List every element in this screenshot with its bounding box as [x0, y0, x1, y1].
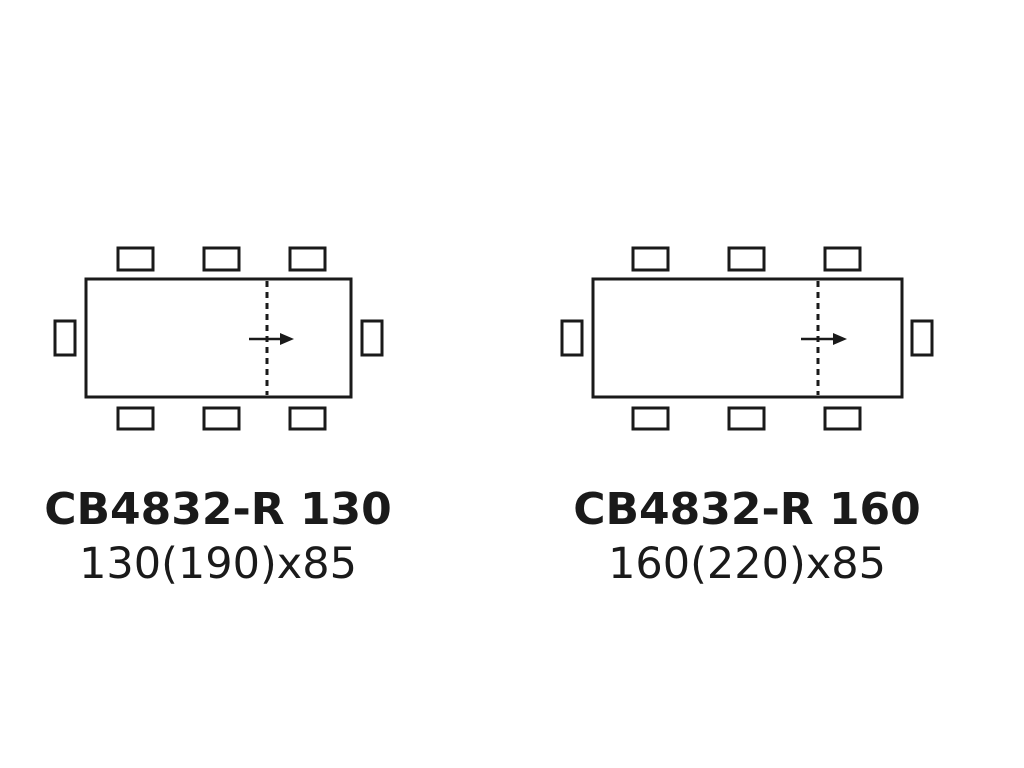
extension-arrow-icon — [801, 333, 847, 345]
table-diagram-160 — [560, 246, 934, 431]
chair-right — [360, 319, 384, 357]
chair-top-3 — [823, 246, 862, 272]
chair-right — [910, 319, 934, 357]
chair-top-1 — [116, 246, 155, 272]
model-name-160: CB4832-R 160 — [573, 484, 921, 535]
chair-left — [560, 319, 584, 357]
chair-top-2 — [727, 246, 766, 272]
chair-left — [53, 319, 77, 357]
dimensions-160: 160(220)x85 — [608, 539, 886, 589]
extension-arrow-icon — [249, 333, 294, 345]
chair-bottom-3 — [823, 406, 862, 431]
dimensions-130: 130(190)x85 — [79, 539, 357, 589]
chair-bottom-1 — [116, 406, 155, 431]
chair-top-1 — [631, 246, 670, 272]
chair-top-2 — [202, 246, 241, 272]
chair-bottom-2 — [202, 406, 241, 431]
table-top — [591, 277, 904, 399]
chair-bottom-2 — [727, 406, 766, 431]
table-diagram-130 — [53, 246, 384, 431]
chair-top-3 — [288, 246, 327, 272]
chair-bottom-1 — [631, 406, 670, 431]
chair-bottom-3 — [288, 406, 327, 431]
model-name-130: CB4832-R 130 — [44, 484, 392, 535]
table-top — [84, 277, 353, 399]
